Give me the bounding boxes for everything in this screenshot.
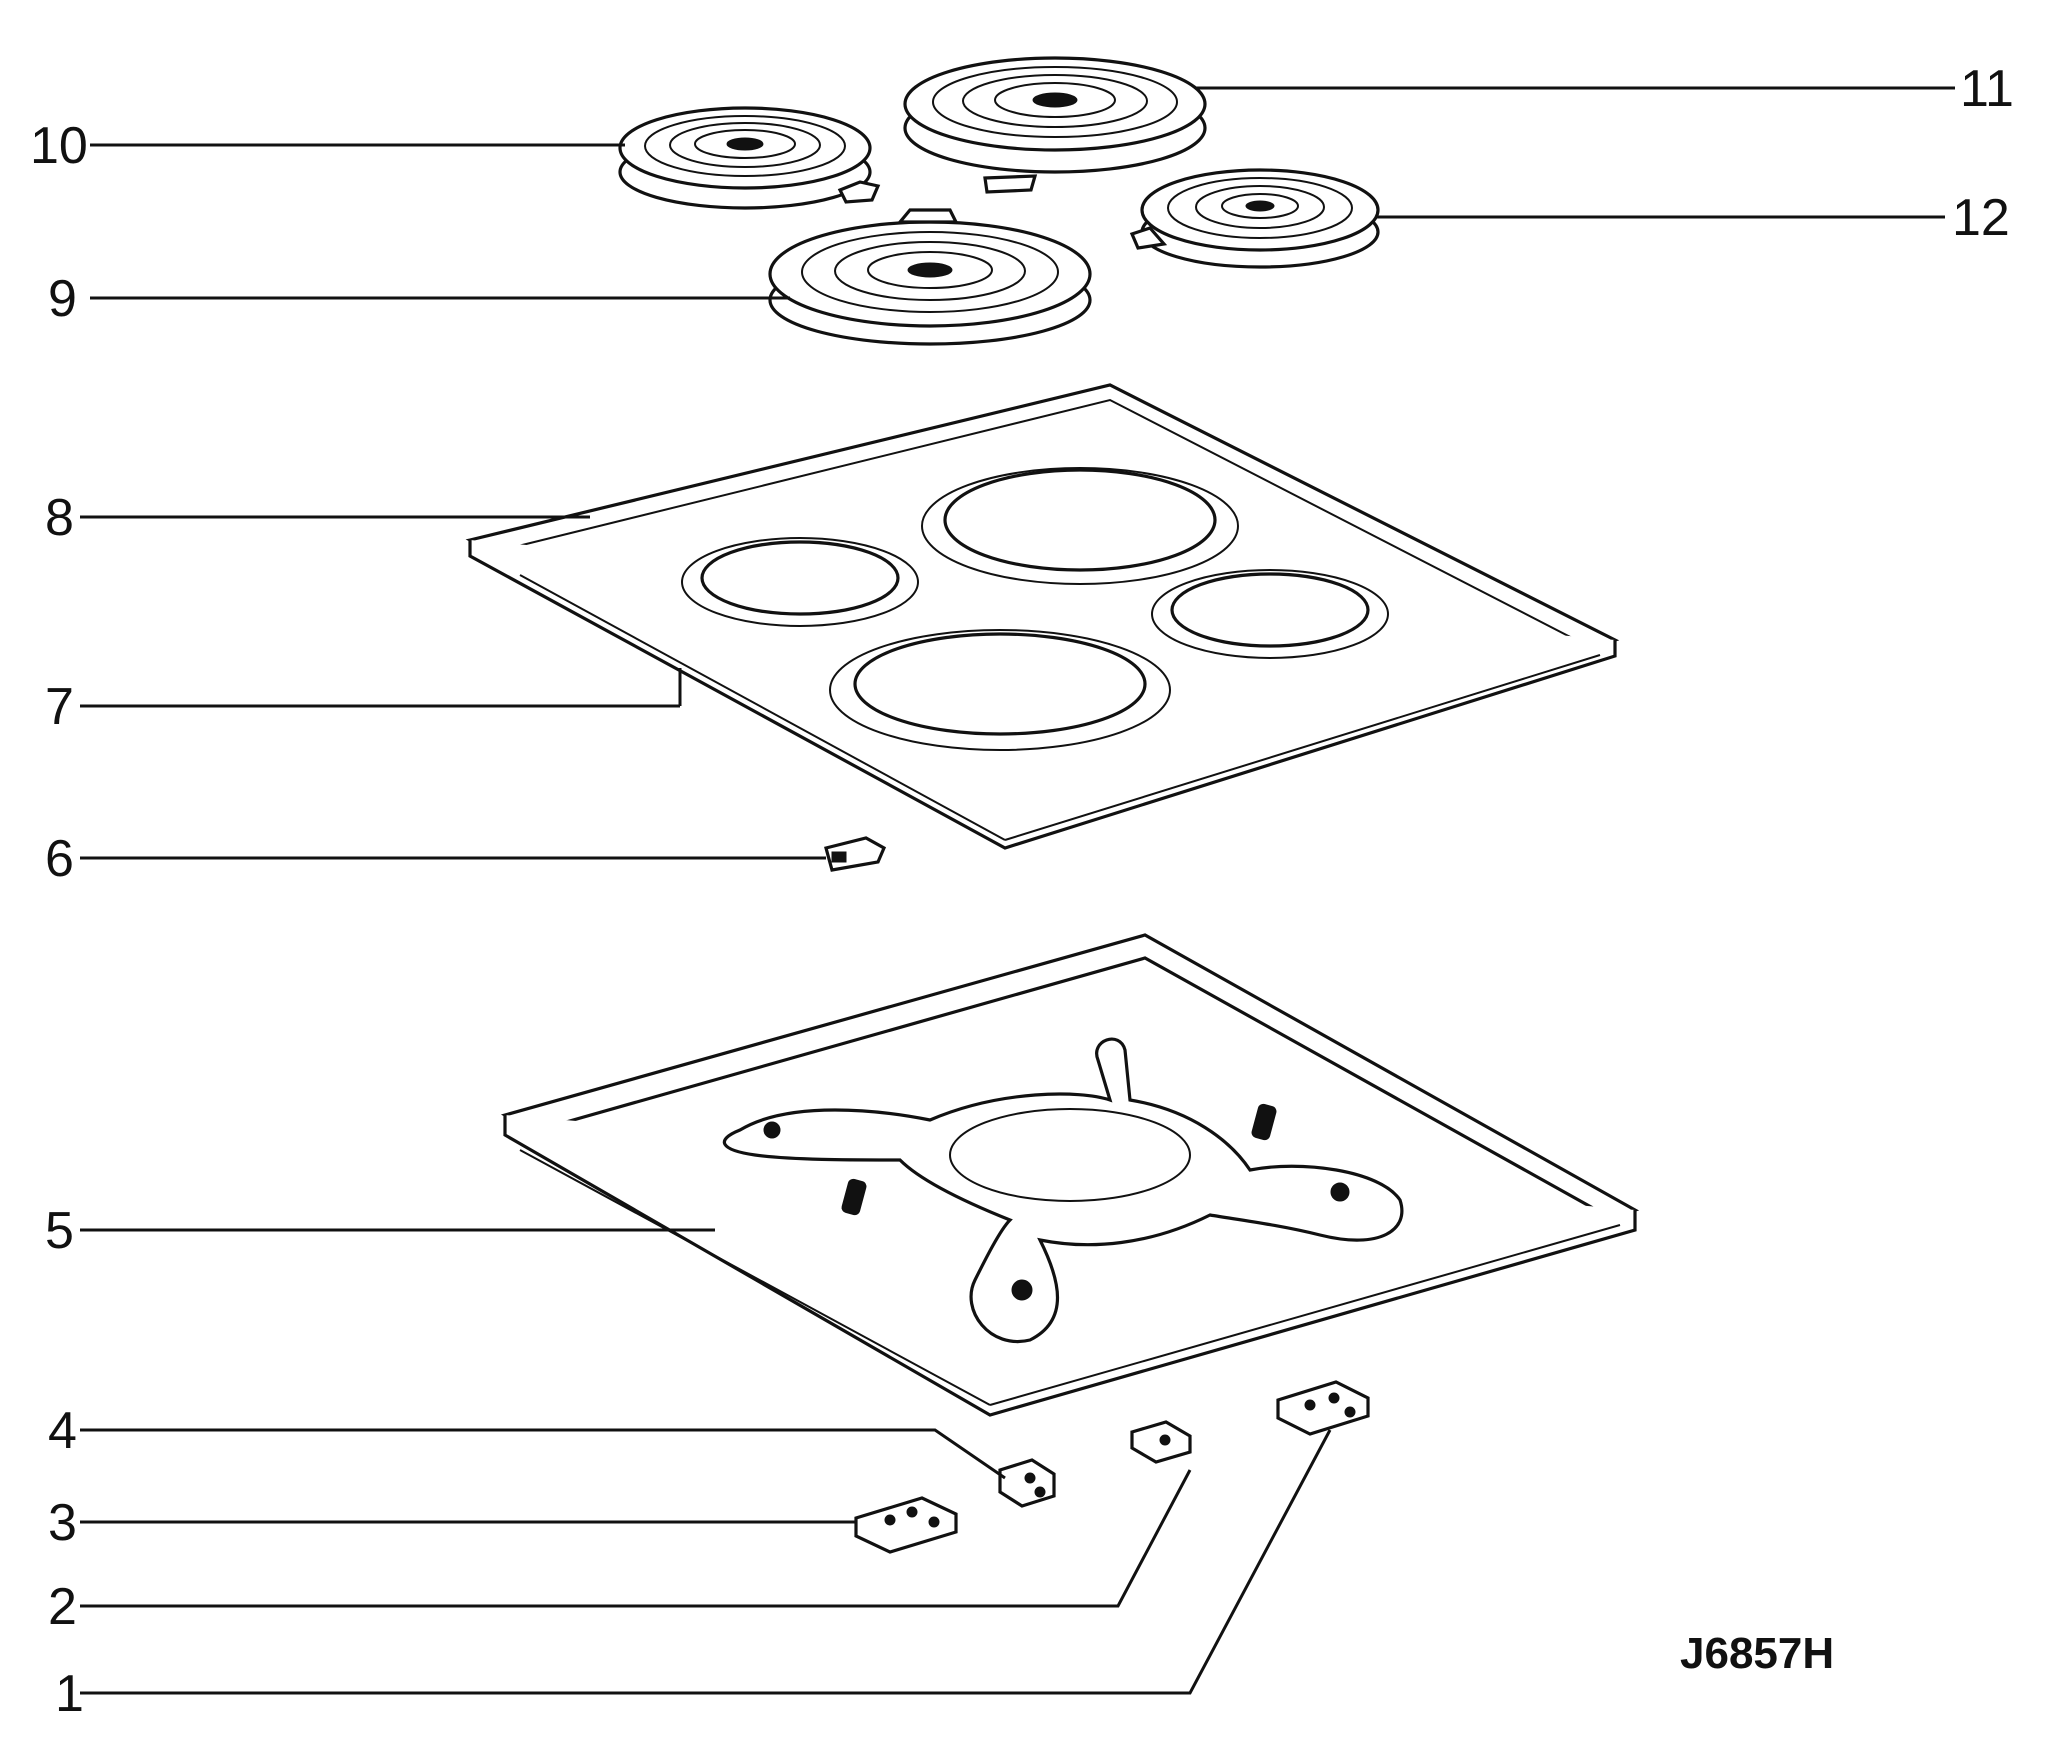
callout-4: 4 xyxy=(48,1402,77,1460)
hob-top xyxy=(465,383,1620,850)
callout-9: 9 xyxy=(48,270,77,328)
callout-2: 2 xyxy=(48,1578,77,1636)
callout-8: 8 xyxy=(45,489,74,547)
callout-5: 5 xyxy=(45,1202,74,1260)
connector-3 xyxy=(854,1496,958,1554)
callout-10: 10 xyxy=(30,117,88,175)
hotplate-11 xyxy=(903,56,1207,194)
callout-12: 12 xyxy=(1952,189,2010,247)
callout-1: 1 xyxy=(55,1665,84,1723)
base-tray xyxy=(500,933,1640,1417)
hotplate-10 xyxy=(618,106,881,210)
connector-4 xyxy=(998,1458,1056,1508)
drawing-code: J6857H xyxy=(1680,1629,1834,1678)
callout-numbers: 10 11 12 9 8 7 6 5 4 3 2 1 xyxy=(30,60,2014,1723)
clip-part xyxy=(824,836,887,872)
callout-3: 3 xyxy=(48,1494,77,1552)
callout-6: 6 xyxy=(45,830,74,888)
connector-2 xyxy=(1130,1420,1192,1464)
connector-1 xyxy=(1276,1380,1370,1436)
callout-7: 7 xyxy=(45,678,74,736)
leader-lines xyxy=(80,86,1955,1695)
callout-11: 11 xyxy=(1960,60,2014,118)
hotplate-12 xyxy=(1129,168,1380,269)
hotplate-9 xyxy=(768,208,1092,346)
